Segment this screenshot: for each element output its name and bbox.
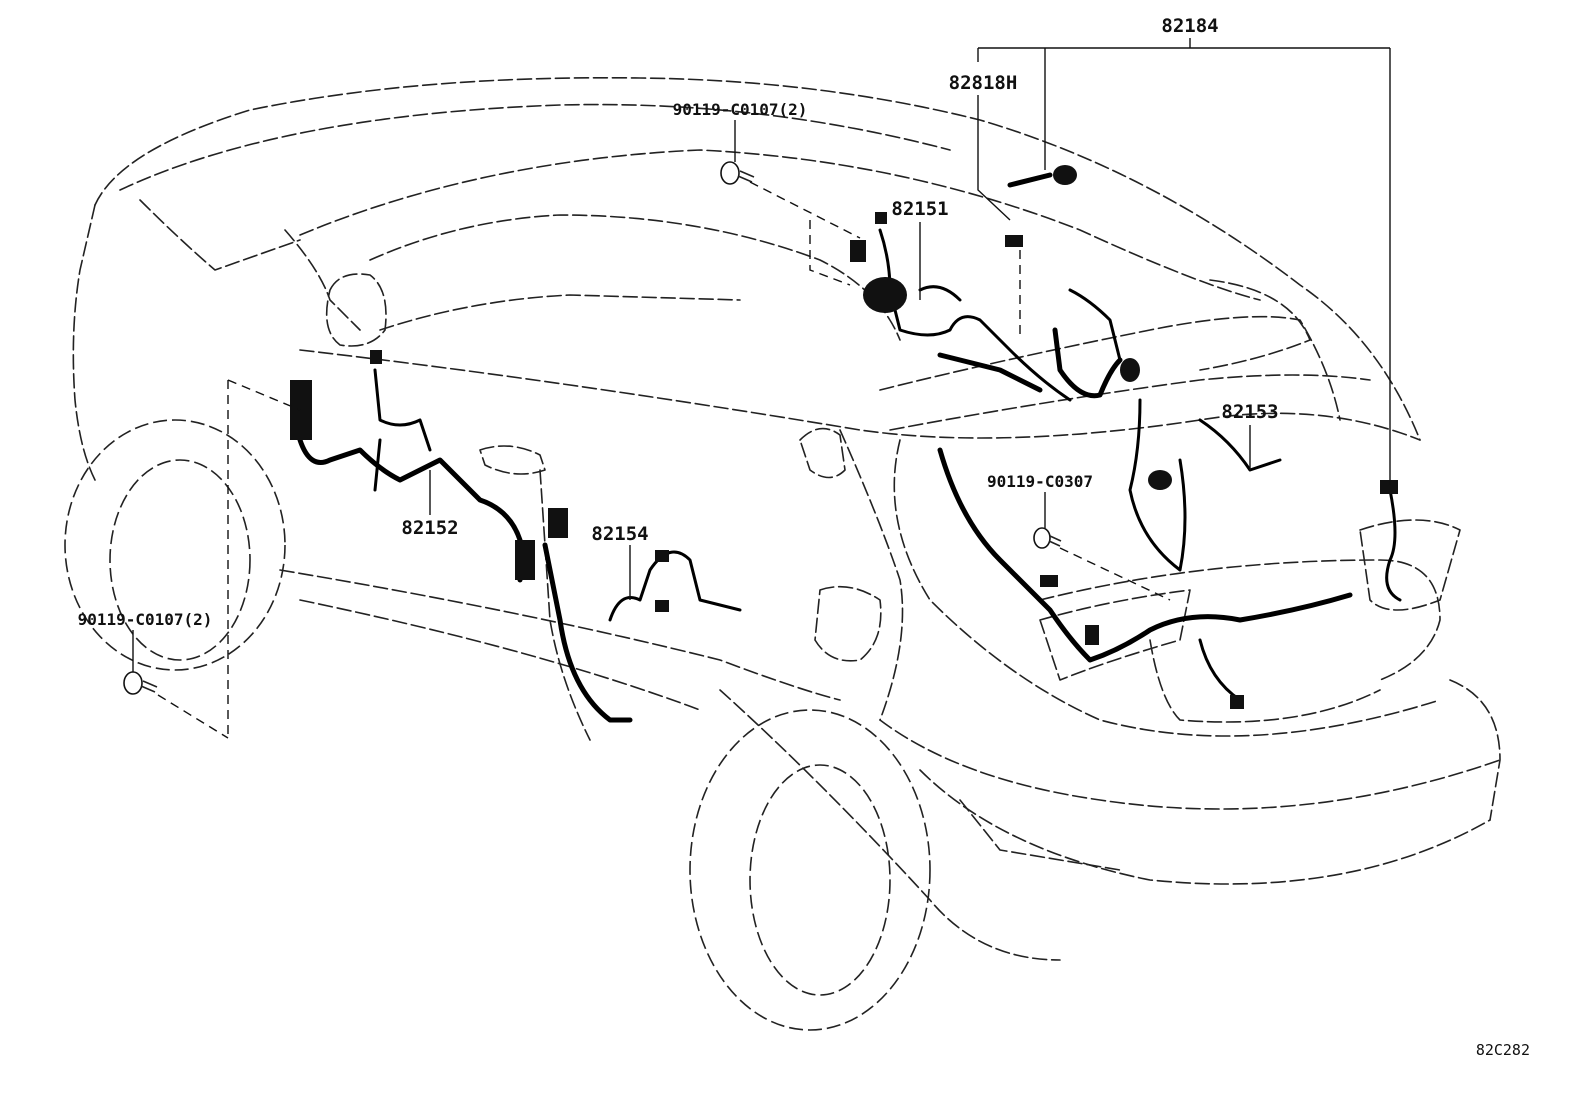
harness-connector — [655, 550, 669, 562]
harness-82154 — [542, 542, 742, 723]
front-wheel — [64, 419, 286, 671]
callout-82153: 82153 — [1221, 401, 1278, 423]
harness-connector — [863, 277, 907, 313]
callout-82184: 82184 — [1161, 15, 1218, 37]
harness-connector — [1230, 695, 1244, 709]
harness-connector — [1040, 575, 1058, 587]
bolt-icon — [1033, 527, 1062, 549]
harness-connector — [515, 540, 535, 580]
callout-82154: 82154 — [591, 523, 648, 545]
callout-90119-c0307: 90119-C0307 — [987, 472, 1093, 491]
callout-90119-c0107-left: 90119-C0107(2) — [78, 610, 213, 629]
bolt-icon — [123, 671, 158, 695]
callout-82818h: 82818H — [949, 72, 1018, 94]
clip-82818h — [1005, 235, 1023, 247]
harness-connector — [548, 508, 568, 538]
harness-82184 — [937, 165, 1402, 709]
harness-connector — [290, 380, 312, 440]
callout-90119-c0107-top: 90119-C0107(2) — [673, 100, 808, 119]
vehicle-body-outline — [72, 76, 1501, 961]
callout-82151: 82151 — [891, 198, 948, 220]
bolt-icon — [720, 161, 755, 185]
callout-82152: 82152 — [401, 517, 458, 539]
harness-connector — [850, 240, 866, 262]
harness-connector — [1120, 358, 1140, 382]
harness-connector — [1053, 165, 1077, 185]
harness-connector — [1380, 480, 1398, 494]
harness-connector — [875, 212, 887, 224]
harness-82152 — [290, 350, 568, 583]
harness-connector — [1085, 625, 1099, 645]
harness-connector — [655, 600, 669, 612]
harness-82151 — [850, 212, 1072, 402]
leader-lines — [132, 38, 1391, 740]
figure-code: 82C282 — [1476, 1041, 1530, 1059]
harness-connector — [1148, 470, 1172, 490]
rear-wheel — [689, 709, 931, 1031]
harness-82153 — [1052, 288, 1282, 572]
harness-connector — [370, 350, 382, 364]
